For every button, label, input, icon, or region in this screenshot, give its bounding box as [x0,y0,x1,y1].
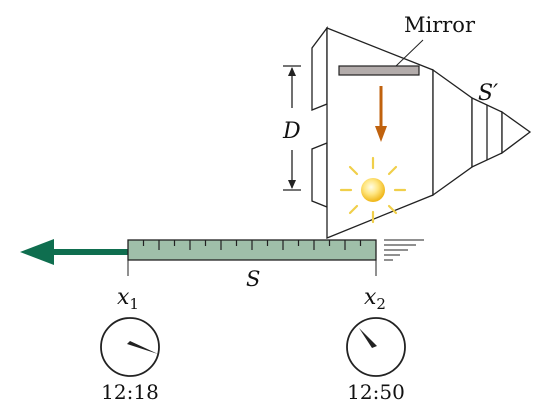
clock-left-time: 12:18 [101,380,159,404]
mirror-label: Mirror [404,13,476,37]
x2-label: x2 [364,285,386,313]
mirror-label-leader [395,39,424,67]
frame-ground-label: S [246,267,260,291]
spaceship-fin-top [311,26,328,111]
mirror-plate [338,65,420,76]
distance-dimension [283,65,301,191]
spaceship [311,26,532,239]
ground-ruler [127,239,377,261]
clock-right: 12:50 [346,317,406,404]
spaceship-mid-section [432,68,473,197]
distance-label: D [282,119,301,144]
ground-hatch [384,239,424,261]
spaceship-fin-bottom [311,142,328,208]
frame-moving-label: S′ [478,81,498,106]
ruler-ticks [142,240,362,250]
light-pulse-arrow [375,86,387,142]
clock-left-hand [127,341,158,354]
light-source-icon [339,156,407,224]
velocity-arrow [20,239,128,265]
clock-right-hand [359,328,377,348]
clock-left: 12:18 [100,317,160,404]
clock-right-time: 12:50 [347,380,405,404]
spaceship-tip [501,110,532,155]
x1-label: x1 [117,285,139,313]
